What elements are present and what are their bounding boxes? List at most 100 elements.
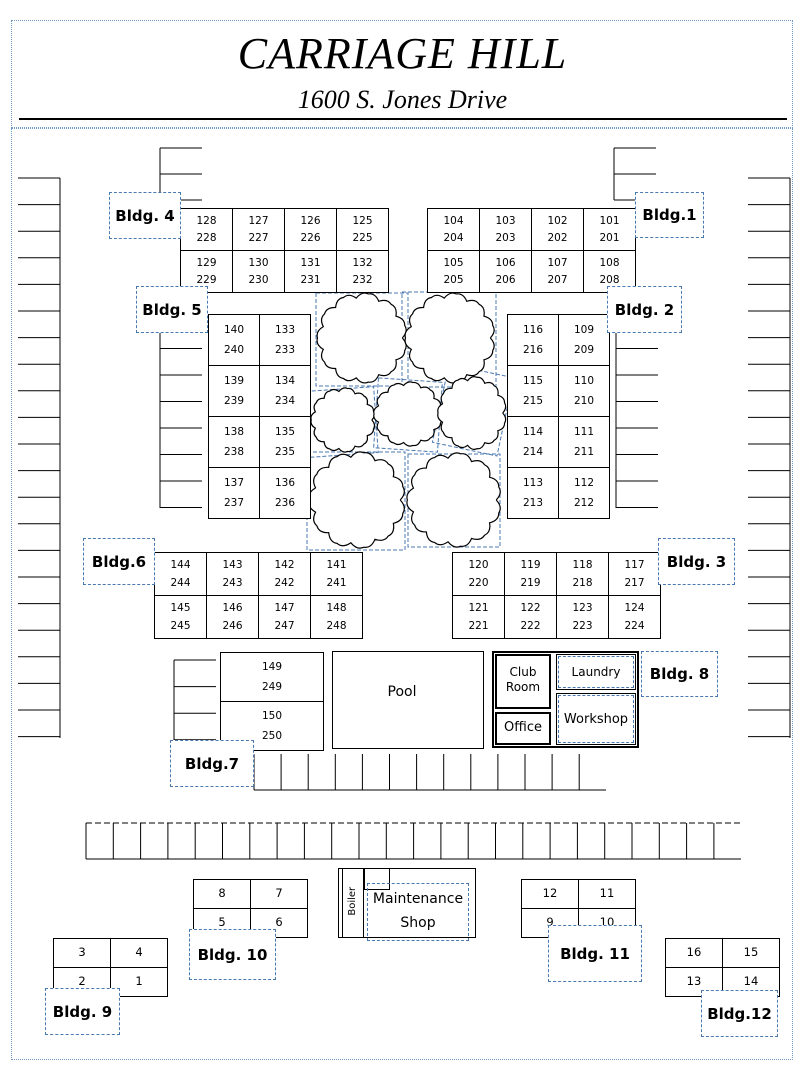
unit-number: 231 <box>300 273 321 286</box>
unit-number: 139 <box>223 374 245 387</box>
unit-number: 210 <box>573 394 595 407</box>
unit-number: 209 <box>573 343 595 356</box>
unit-number: 225 <box>352 231 373 244</box>
unit-number: 119 <box>520 559 541 571</box>
unit-number: 224 <box>624 619 645 632</box>
unit-cell: 4 <box>110 938 168 968</box>
building-label: Bldg. 11 <box>548 925 642 982</box>
unit-cell: 109 209 <box>558 314 610 366</box>
unit-number: 228 <box>196 231 217 244</box>
unit-number: 148 <box>326 602 347 614</box>
unit-cell: 12 <box>521 879 579 909</box>
unit-number: 12 <box>542 886 558 901</box>
unit-number: 247 <box>274 619 295 632</box>
unit-number: 201 <box>599 231 620 244</box>
unit-number: 6 <box>275 915 283 930</box>
unit-number: 115 <box>522 374 544 387</box>
workshop-label: Workshop <box>563 712 629 727</box>
header-rule <box>19 118 787 120</box>
building-label: Bldg. 10 <box>189 929 276 980</box>
unit-number: 129 <box>196 256 217 269</box>
maintenance-label: Maintenance Shop <box>372 891 464 931</box>
unit-number: 11 <box>599 886 615 901</box>
unit-number: 243 <box>222 576 243 589</box>
parking-row <box>159 321 202 508</box>
unit-number: 16 <box>686 945 702 960</box>
unit-number: 226 <box>300 231 321 244</box>
unit-number: 212 <box>573 496 595 509</box>
building-label: Bldg.1 <box>635 192 704 238</box>
unit-cell: 110 210 <box>558 365 610 417</box>
unit-number: 116 <box>522 323 544 336</box>
unit-number: 206 <box>495 273 516 286</box>
unit-number: 240 <box>223 343 245 356</box>
unit-number: 239 <box>223 394 245 407</box>
unit-number: 105 <box>443 256 464 269</box>
unit-number: 104 <box>443 214 464 227</box>
unit-number: 122 <box>520 602 541 614</box>
unit-number: 124 <box>624 602 645 614</box>
header-frame <box>11 20 793 128</box>
unit-number: 110 <box>573 374 595 387</box>
unit-number: 4 <box>135 945 143 960</box>
unit-number: 234 <box>274 394 296 407</box>
unit-number: 236 <box>274 496 296 509</box>
unit-number: 149 <box>261 661 283 673</box>
boiler-closet <box>364 868 390 890</box>
unit-number: 232 <box>352 273 373 286</box>
club-room-label: Club Room <box>505 665 541 694</box>
parking-row <box>18 177 61 738</box>
unit-number: 2 <box>78 974 86 989</box>
workshop-frame <box>558 695 634 743</box>
unit-cell: 11 <box>578 879 636 909</box>
unit-cell: 16 <box>665 938 723 968</box>
page-title: CARRIAGE HILL <box>237 29 568 78</box>
unit-number: 13 <box>686 974 702 989</box>
unit-number: 130 <box>248 256 269 269</box>
unit-number: 109 <box>573 323 595 336</box>
unit-number: 222 <box>520 619 541 632</box>
office-label: Office <box>504 720 542 735</box>
building-label: Bldg.6 <box>83 538 155 585</box>
unit-number: 131 <box>300 256 321 269</box>
unit-number: 246 <box>222 619 243 632</box>
unit-number: 101 <box>599 214 620 227</box>
unit-number: 138 <box>223 425 245 438</box>
unit-number: 132 <box>352 256 373 269</box>
tree-icon <box>310 387 376 453</box>
building-label: Bldg.7 <box>170 740 254 787</box>
building-label: Bldg. 2 <box>607 286 682 333</box>
unit-number: 9 <box>546 915 554 930</box>
unit-number: 248 <box>326 619 347 632</box>
unit-number: 126 <box>300 214 321 227</box>
tree-icon <box>437 376 507 450</box>
unit-number: 147 <box>274 602 295 614</box>
unit-number: 202 <box>547 231 568 244</box>
unit-number: 5 <box>218 915 226 930</box>
laundry <box>556 654 636 690</box>
unit-number: 10 <box>599 915 615 930</box>
unit-number: 213 <box>522 496 544 509</box>
